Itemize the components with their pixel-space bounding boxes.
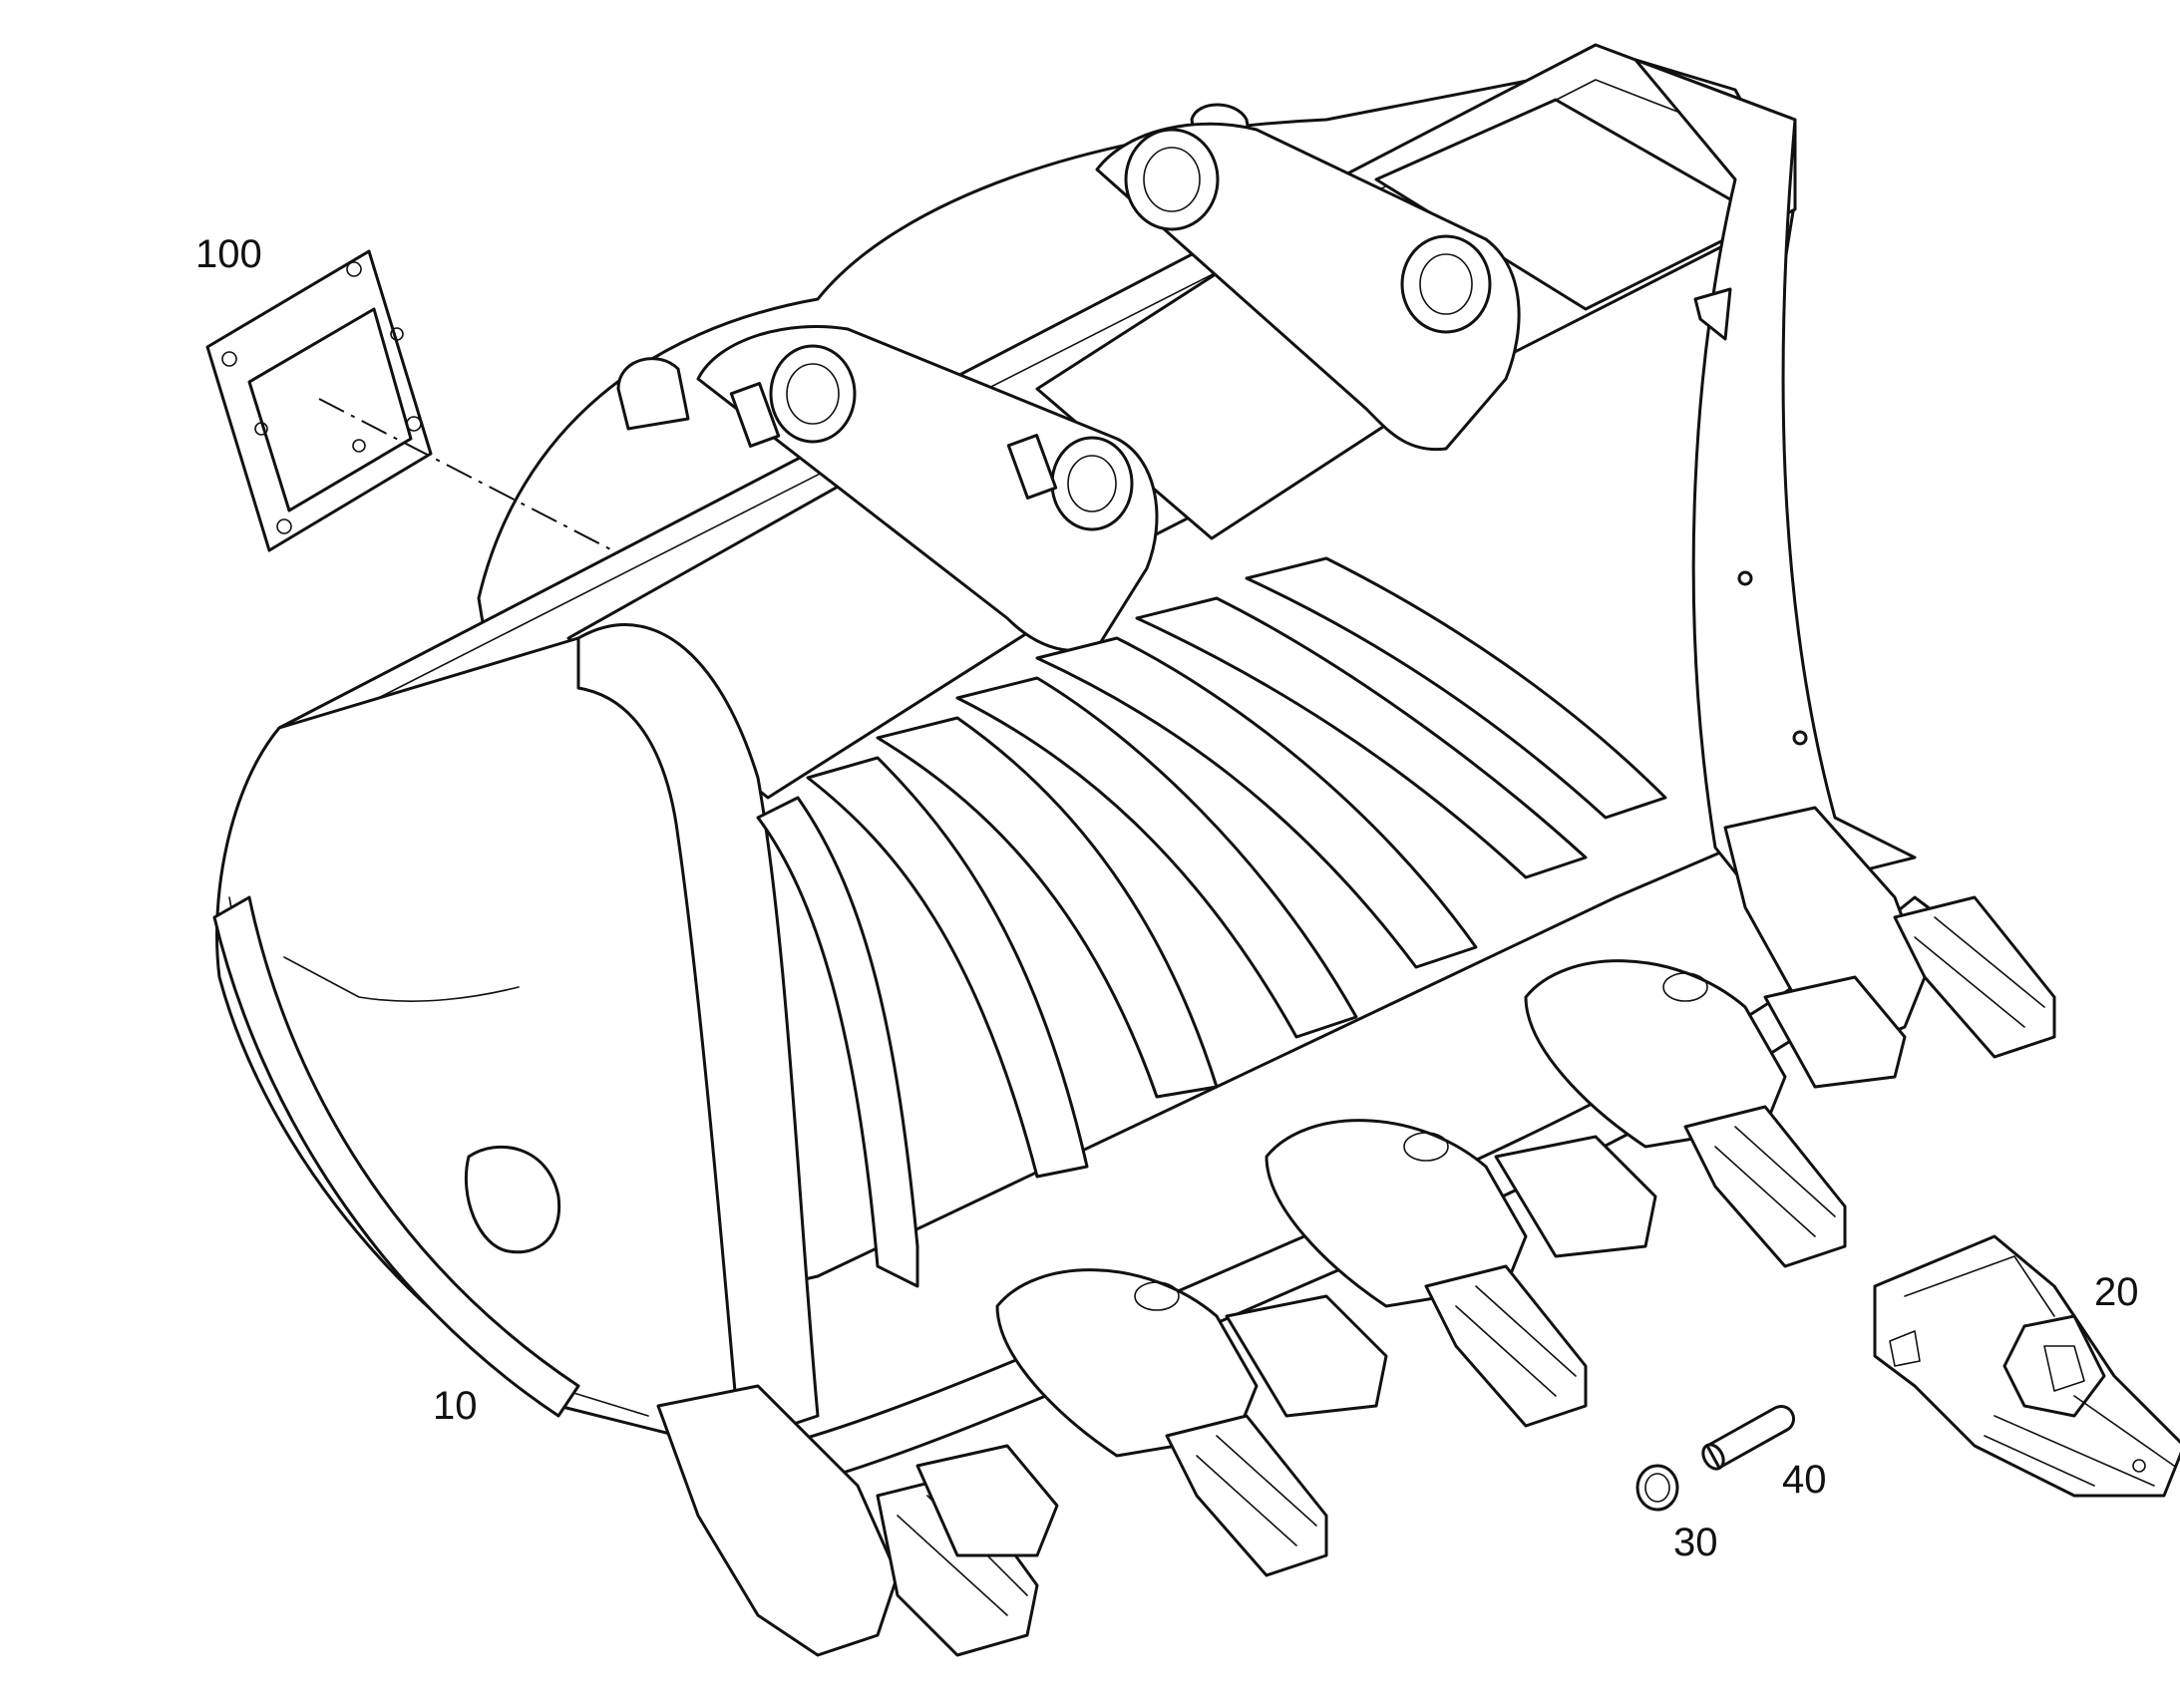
side-protector-3: [1494, 1135, 1657, 1258]
left-ear-lock-block: [729, 382, 781, 448]
tooth-5: [1723, 806, 2056, 1059]
left-front-wall: [576, 623, 820, 1438]
side-protector-4: [1763, 975, 1907, 1089]
tooth-1: [656, 1384, 1039, 1657]
tooth-4: [1524, 959, 1847, 1268]
left-side-pin-hole: [464, 1145, 561, 1254]
gasket-plate: [205, 249, 433, 552]
spare-tooth: [1873, 1234, 2180, 1498]
left-side-wear-strip: [212, 895, 580, 1418]
callout-bucket: 10: [433, 1384, 478, 1428]
right-ear-bore-1: [1124, 128, 1220, 231]
floor-wear-strips: [756, 556, 1667, 1288]
callout-retainer: 30: [1673, 1521, 1718, 1564]
right-ear-bore-2: [1400, 234, 1492, 334]
callout-gasket: 100: [195, 232, 262, 276]
bucket-teeth-row: [656, 806, 2056, 1657]
tooth-2: [995, 1268, 1328, 1577]
callout-pin: 40: [1782, 1458, 1827, 1502]
side-protector-2: [1225, 1294, 1388, 1418]
left-ear-lock-block-2: [1006, 434, 1058, 500]
tooth-pin: [1701, 1404, 1796, 1471]
left-ear-bore: [769, 344, 857, 444]
tooth-3: [1265, 1119, 1588, 1428]
callout-tooth: 20: [2094, 1270, 2139, 1314]
bucket-body: [212, 43, 1957, 1488]
side-protector-1: [915, 1444, 1059, 1557]
gasket-leader-line: [318, 398, 619, 554]
retainer-ring: [1635, 1464, 1679, 1512]
